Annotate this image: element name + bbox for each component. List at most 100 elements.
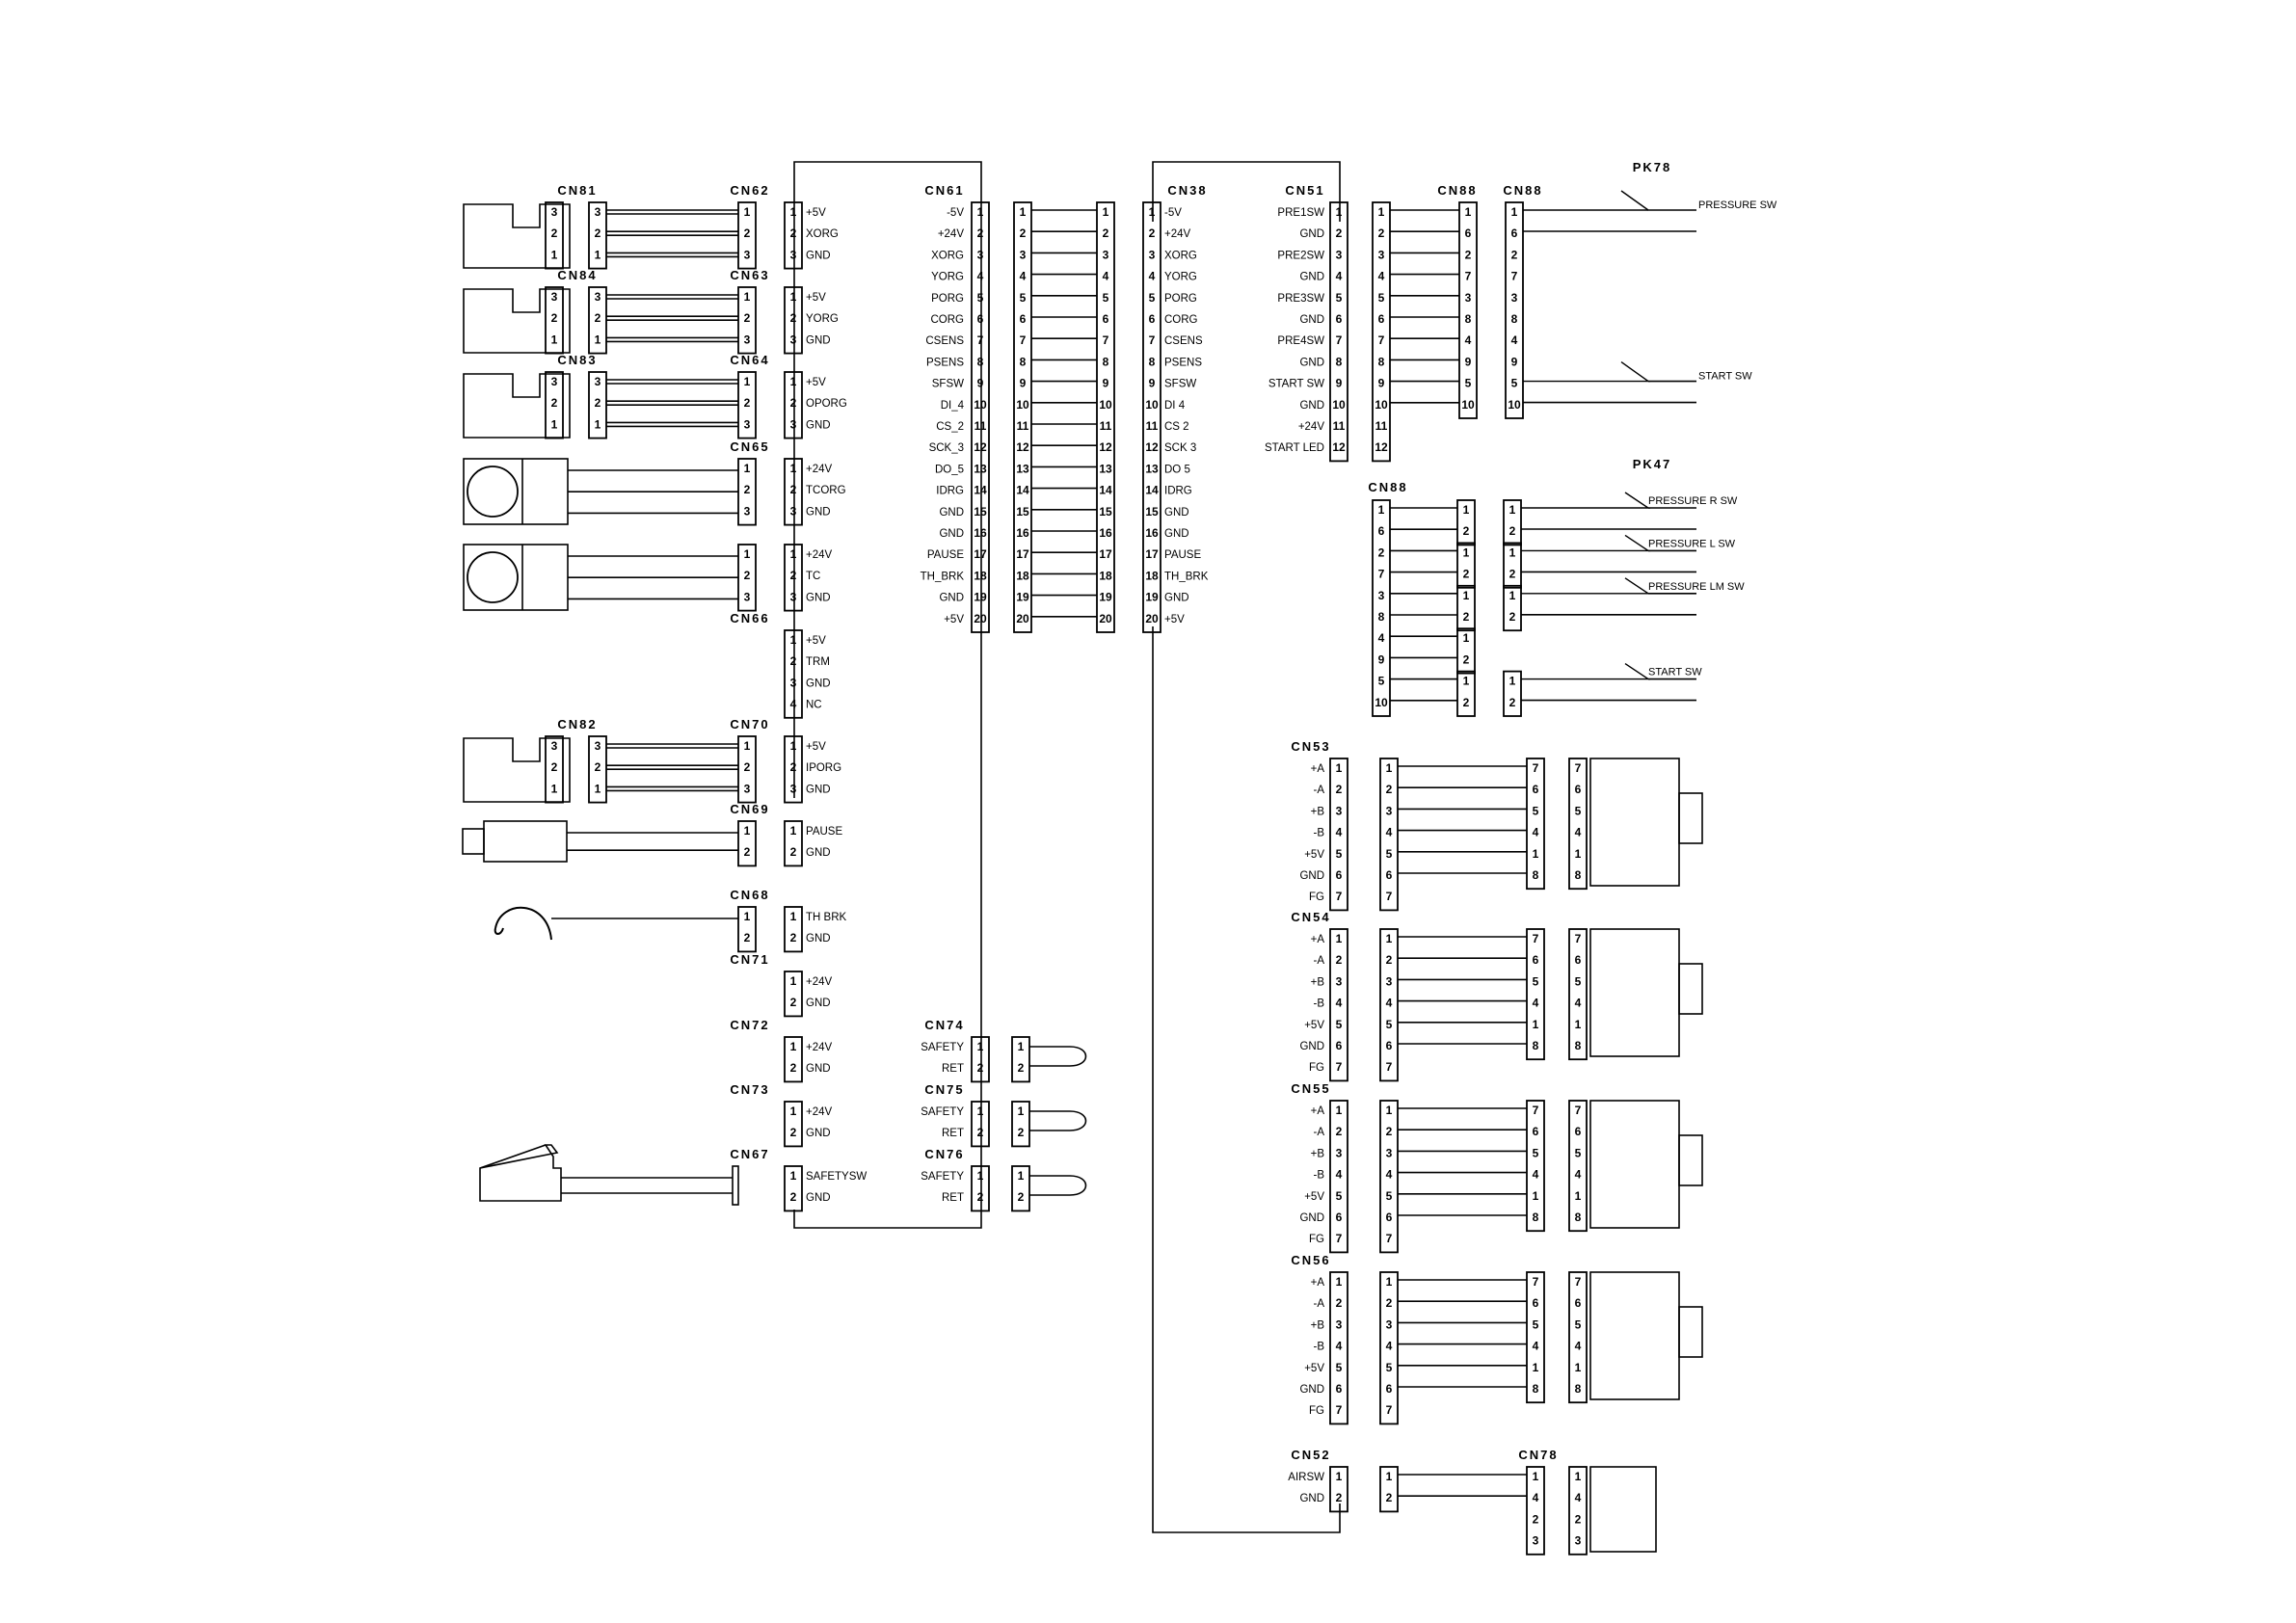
pin-number: 5 <box>1533 1317 1539 1331</box>
signal-label: FG <box>1309 1234 1324 1245</box>
pin-number: 3 <box>744 333 751 346</box>
pin-number: 2 <box>1386 1491 1393 1504</box>
pin-number: 7 <box>1386 890 1393 903</box>
signal-label: CS 2 <box>1164 421 1189 433</box>
pin-number: 7 <box>1378 568 1385 581</box>
pin-number: 10 <box>1099 398 1112 412</box>
harness-connector <box>1526 758 1545 891</box>
pin-number: 19 <box>974 591 987 604</box>
pin-number: 9 <box>1378 377 1385 390</box>
pin-number: 5 <box>1533 804 1539 817</box>
pin-number: 4 <box>1386 826 1393 839</box>
pin-number: 8 <box>1533 1382 1539 1396</box>
pin-number: 5 <box>1020 291 1027 305</box>
connector-title: CN51 <box>1285 183 1324 198</box>
harness-connector <box>737 906 757 953</box>
pin-number: 2 <box>977 1061 984 1075</box>
pin-number: 2 <box>1378 226 1385 240</box>
pk-title: PK47 <box>1633 457 1672 471</box>
pin-number: 5 <box>1575 974 1582 988</box>
signal-label: RET <box>942 1128 964 1139</box>
board-connector <box>784 735 803 804</box>
pin-number: 3 <box>790 417 797 431</box>
pin-number: 13 <box>1145 462 1159 475</box>
signal-label: CSENS <box>1164 335 1203 347</box>
pin-number: 4 <box>1336 1340 1343 1353</box>
signal-label: +5V <box>806 377 826 388</box>
pin-number: 5 <box>1103 291 1109 305</box>
pin-number: 5 <box>1149 291 1156 305</box>
pin-number: 8 <box>1020 355 1027 368</box>
sensor-connector <box>545 735 564 804</box>
pin-number: 10 <box>1332 398 1346 412</box>
pin-number: 3 <box>595 205 601 219</box>
pin-number: 4 <box>1103 270 1109 283</box>
pin-number: 3 <box>1386 1146 1393 1159</box>
pin-number: 1 <box>1509 589 1516 602</box>
pin-number: 7 <box>1020 333 1027 347</box>
harness-connector <box>1505 201 1524 419</box>
pin-number: 1 <box>1018 1104 1025 1118</box>
sensor-connector <box>545 286 564 355</box>
pin-number: 2 <box>1336 1491 1343 1504</box>
harness-connector <box>1379 758 1399 912</box>
safety-loop-wire <box>1029 1046 1087 1067</box>
signal-label: GND <box>806 847 831 859</box>
pin-number: 19 <box>1145 591 1159 604</box>
pin-number: 4 <box>1386 1168 1393 1182</box>
signal-label: GND <box>1299 357 1324 368</box>
photo-sensor-body <box>463 544 569 611</box>
pin-number: 10 <box>1508 398 1521 412</box>
signal-label: TCORG <box>806 485 846 496</box>
signal-label: GND <box>1164 593 1189 604</box>
pin-number: 1 <box>977 205 984 219</box>
photo-sensor-body <box>463 458 569 525</box>
switch-label: START SW <box>1698 371 1752 383</box>
pin-number: 20 <box>974 612 987 625</box>
signal-label: GND <box>806 998 831 1009</box>
signal-label: +A <box>1311 763 1325 775</box>
pin-number: 15 <box>1016 505 1029 519</box>
pin-number: 3 <box>744 248 751 261</box>
signal-label: SAFETY <box>921 1171 964 1183</box>
signal-label: SFSW <box>932 379 964 390</box>
signal-label: +5V <box>806 741 826 753</box>
pin-number: 9 <box>1511 355 1518 368</box>
pin-number: 2 <box>595 226 601 240</box>
connector-title: CN81 <box>557 183 597 198</box>
pin-number: 2 <box>744 931 751 945</box>
signal-label: NC <box>806 700 822 711</box>
switch-connector <box>1456 542 1476 589</box>
pin-number: 1 <box>1463 675 1470 688</box>
switch-connector <box>1456 627 1476 675</box>
start-switch <box>1523 361 1651 383</box>
sensor-body <box>463 203 571 269</box>
pin-number: 18 <box>1099 569 1112 582</box>
pin-number: 2 <box>977 1190 984 1204</box>
pin-number: 1 <box>1336 205 1343 219</box>
pin-number: 1 <box>1533 1018 1539 1031</box>
signal-label: GND <box>1299 314 1324 326</box>
thermal-breaker <box>494 906 552 941</box>
pin-number: 6 <box>1386 1211 1393 1224</box>
pin-number: 5 <box>1336 1189 1343 1203</box>
stepper-motor-shaft <box>1678 1134 1703 1186</box>
pin-number: 7 <box>1378 333 1385 347</box>
pin-number: 2 <box>790 1126 797 1139</box>
signal-label: GND <box>939 507 964 519</box>
stepper-motor-shaft <box>1678 1306 1703 1358</box>
signal-label: DO 5 <box>1164 464 1190 475</box>
pin-number: 4 <box>1149 270 1156 283</box>
signal-label: GND <box>1299 228 1324 240</box>
pin-number: 2 <box>790 483 797 496</box>
signal-label: +5V <box>806 292 826 304</box>
signal-label: CS_2 <box>936 421 964 433</box>
pin-number: 1 <box>1386 1275 1393 1289</box>
pin-number: 11 <box>1100 419 1112 433</box>
pin-number: 17 <box>1099 547 1112 561</box>
pin-number: 2 <box>790 396 797 410</box>
pin-number: 2 <box>595 311 601 325</box>
board-connector <box>971 1101 990 1148</box>
harness-plug <box>732 1165 739 1206</box>
pin-number: 1 <box>790 633 797 647</box>
